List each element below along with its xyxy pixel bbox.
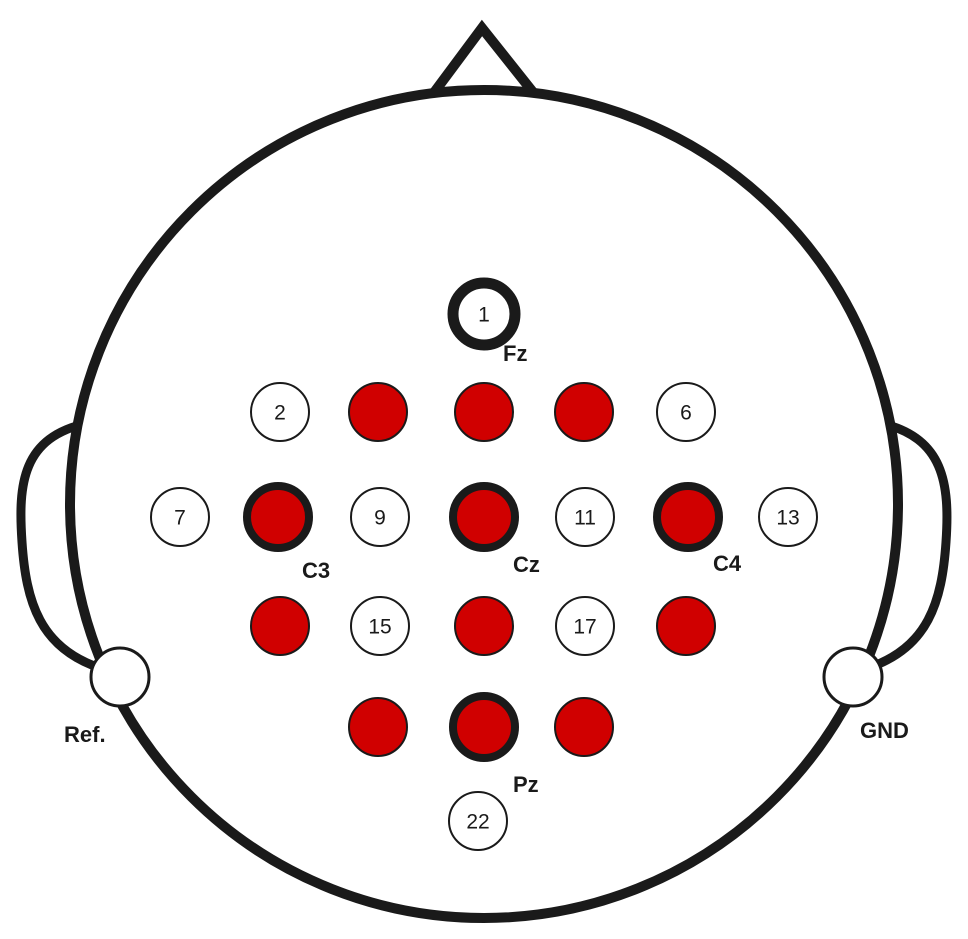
electrode-18: [656, 596, 716, 656]
electrode-number: 17: [573, 616, 596, 639]
pz-label: Pz: [513, 772, 539, 797]
electrode-2: 2: [250, 382, 310, 442]
active-electrode-marker: [449, 482, 519, 552]
electrode-7: 7: [150, 487, 210, 547]
inactive-electrode-marker: [150, 487, 210, 547]
active-electrode-marker: [554, 697, 614, 757]
electrode-number: 15: [368, 616, 391, 639]
inactive-electrode-marker: [555, 596, 615, 656]
ground-electrode: [822, 646, 884, 708]
electrode-14: [250, 596, 310, 656]
electrode-20: [449, 692, 519, 762]
reference-electrode: [89, 646, 151, 708]
active-electrode-marker: [656, 596, 716, 656]
ref-label: Ref.: [64, 722, 106, 747]
electrode-number: 22: [466, 811, 489, 834]
active-electrode-marker: [454, 382, 514, 442]
electrode-12: [653, 482, 723, 552]
electrode-22: 22: [448, 791, 508, 851]
active-electrode-marker: [454, 596, 514, 656]
electrode-layer: 1 2 6 7 9 11 13 15 17 22: [150, 277, 818, 851]
fz-label: Fz: [503, 341, 527, 366]
electrode-8: [243, 482, 313, 552]
active-electrode-marker: [449, 692, 519, 762]
electrode-10: [449, 482, 519, 552]
active-electrode-marker: [250, 596, 310, 656]
inactive-electrode-marker: [448, 791, 508, 851]
left-ear-outline: [16, 418, 102, 673]
electrode-19: [348, 697, 408, 757]
gnd-label: GND: [860, 718, 909, 743]
electrode-number: 13: [776, 507, 799, 530]
electrode-9: 9: [350, 487, 410, 547]
inactive-electrode-marker: [758, 487, 818, 547]
electrode-6: 6: [656, 382, 716, 442]
active-electrode-marker: [348, 697, 408, 757]
electrode-1: 1: [447, 277, 521, 351]
electrode-number: 7: [174, 507, 186, 530]
c3-label: C3: [302, 558, 330, 583]
electrode-number: 6: [680, 402, 692, 425]
electrode-17: 17: [555, 596, 615, 656]
electrode-number: 11: [574, 507, 596, 530]
active-electrode-marker: [348, 382, 408, 442]
c4-label: C4: [713, 551, 742, 576]
electrode-number: 2: [274, 402, 286, 425]
electrode-number: 9: [374, 507, 386, 530]
inactive-electrode-marker: [447, 277, 521, 351]
electrode-number: 1: [478, 304, 490, 327]
inactive-electrode-marker: [656, 382, 716, 442]
electrode-5: [554, 382, 614, 442]
active-electrode-marker: [243, 482, 313, 552]
electrode-3: [348, 382, 408, 442]
electrode-11: 11: [555, 487, 615, 547]
active-electrode-marker: [554, 382, 614, 442]
electrode-13: 13: [758, 487, 818, 547]
nose-outline: [419, 19, 548, 110]
inactive-electrode-marker: [250, 382, 310, 442]
electrode-21: [554, 697, 614, 757]
right-ear-outline: [866, 418, 952, 673]
electrode-4: [454, 382, 514, 442]
electrode-16: [454, 596, 514, 656]
cz-label: Cz: [513, 552, 540, 577]
inactive-electrode-marker: [555, 487, 615, 547]
active-electrode-marker: [653, 482, 723, 552]
inactive-electrode-marker: [350, 487, 410, 547]
electrode-15: 15: [350, 596, 410, 656]
inactive-electrode-marker: [350, 596, 410, 656]
